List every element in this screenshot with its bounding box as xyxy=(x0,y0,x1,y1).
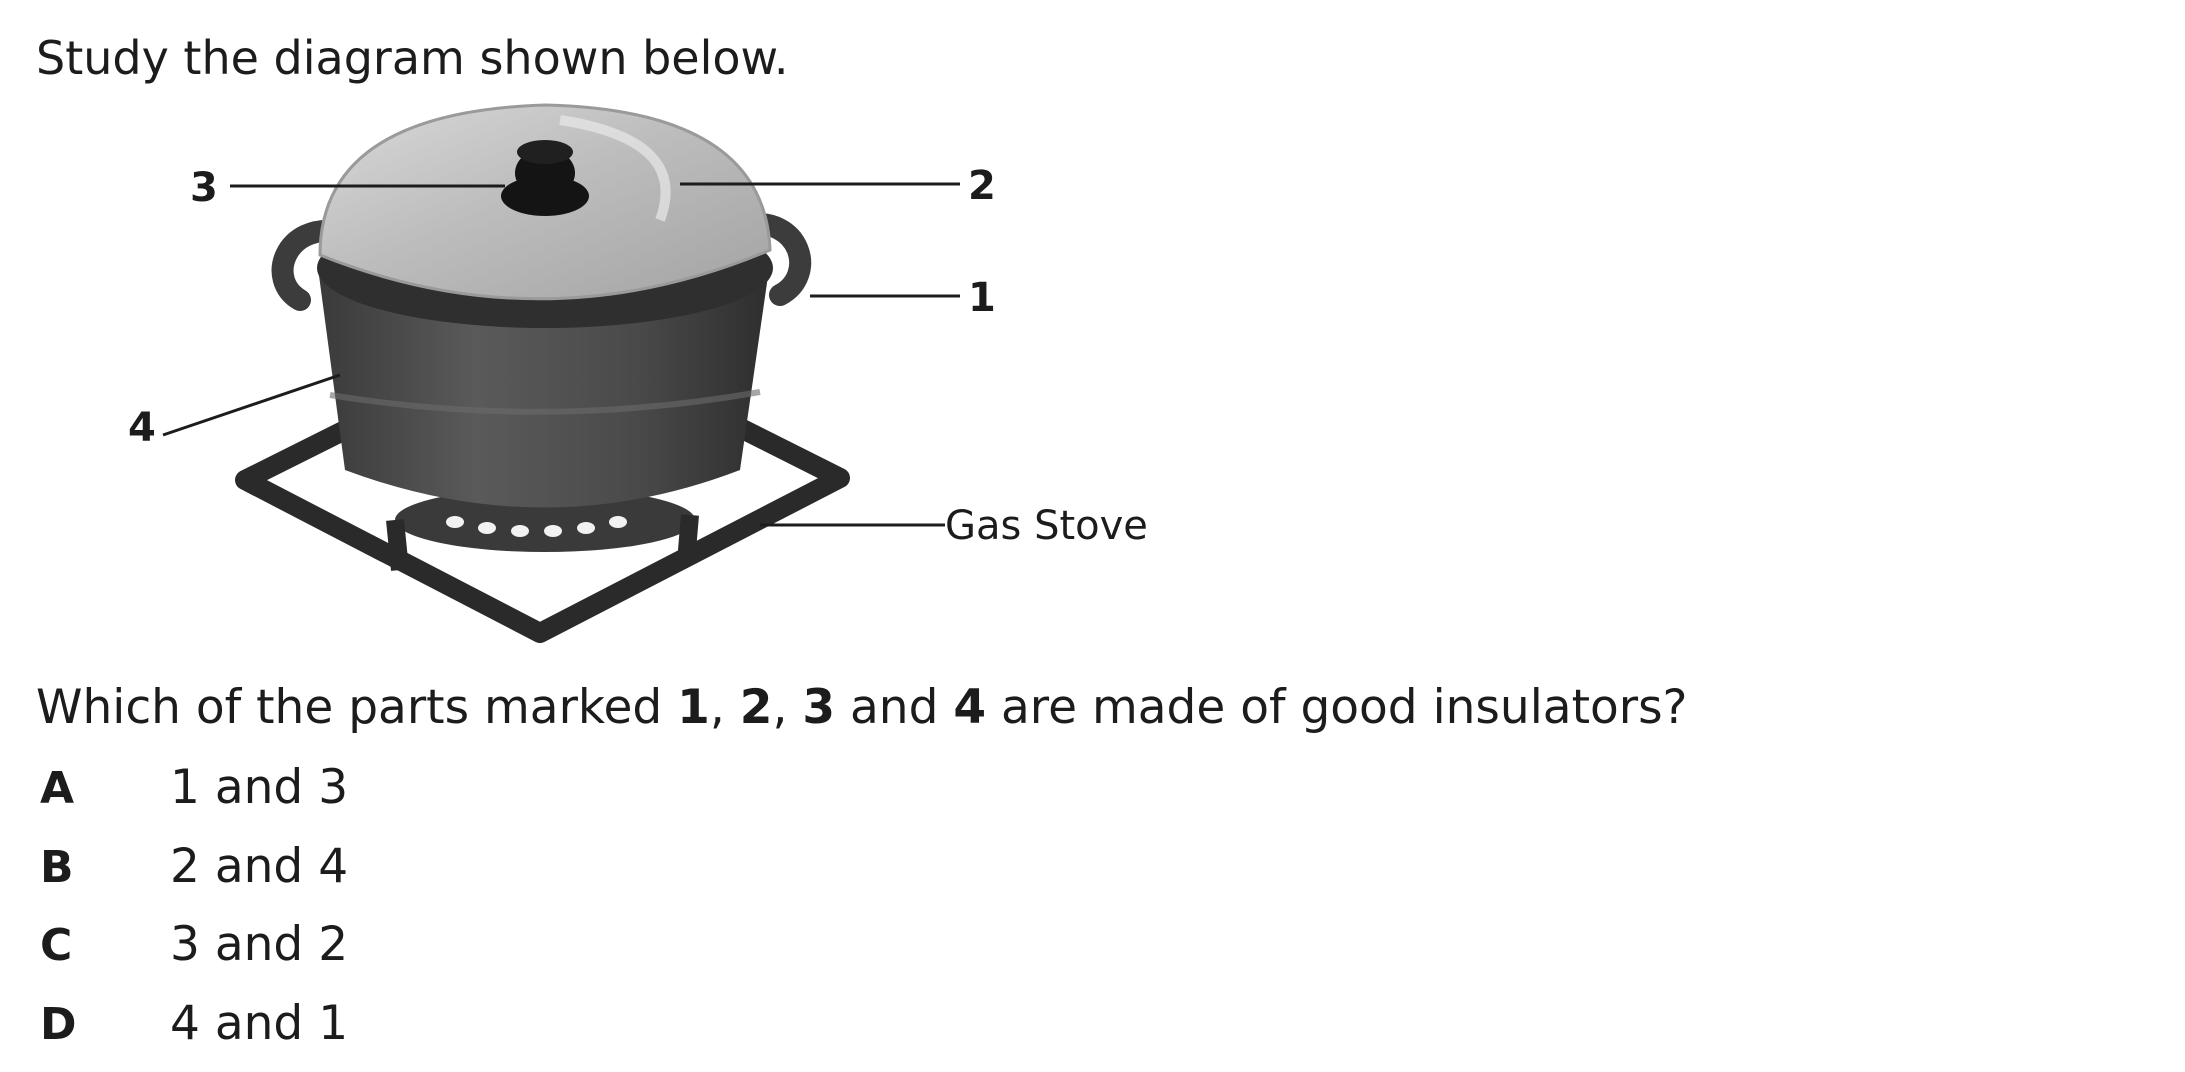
option-a[interactable]: A 1 and 3 xyxy=(36,758,348,837)
pot-on-stove-diagram: 3 2 1 4 Gas Stove xyxy=(0,0,1400,690)
option-letter: C xyxy=(36,916,170,976)
option-d[interactable]: D 4 and 1 xyxy=(36,994,348,1072)
label-2: 2 xyxy=(968,163,996,209)
option-b[interactable]: B 2 and 4 xyxy=(36,837,348,916)
label-4: 4 xyxy=(128,405,156,451)
question-text: Which of the parts marked 1, 2, 3 and 4 … xyxy=(36,678,1688,738)
label-gas-stove: Gas Stove xyxy=(945,503,1148,549)
option-letter: B xyxy=(36,838,170,898)
question-part-3: 3 xyxy=(802,680,835,735)
option-letter: D xyxy=(36,995,170,1055)
option-letter: A xyxy=(36,759,170,819)
option-text: 1 and 3 xyxy=(170,758,348,818)
option-text: 4 and 1 xyxy=(170,994,348,1054)
question-part-2: 2 xyxy=(740,680,773,735)
question-part-1: 1 xyxy=(677,680,710,735)
option-text: 3 and 2 xyxy=(170,915,348,975)
question-part-4: 4 xyxy=(953,680,986,735)
option-text: 2 and 4 xyxy=(170,837,348,897)
label-3: 3 xyxy=(190,165,218,211)
label-1: 1 xyxy=(968,275,996,321)
option-c[interactable]: C 3 and 2 xyxy=(36,915,348,994)
answer-options: A 1 and 3 B 2 and 4 C 3 and 2 D 4 and 1 xyxy=(36,758,348,1072)
